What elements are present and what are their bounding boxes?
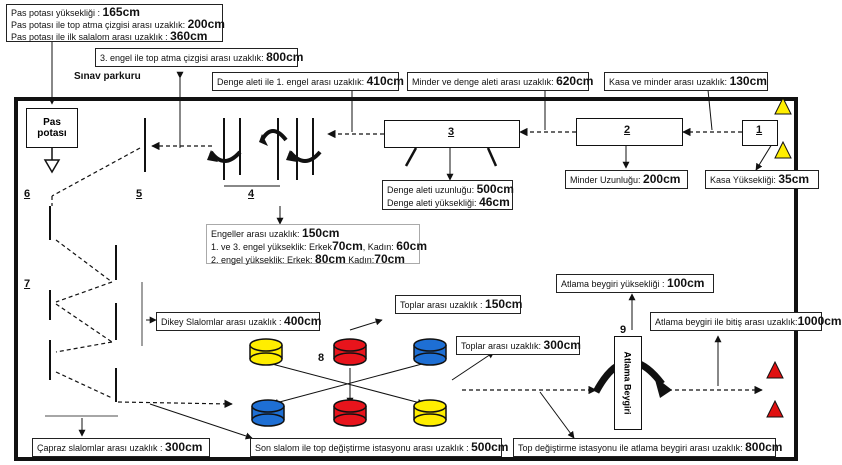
station-num-7: 7: [24, 278, 31, 290]
start-triangle-bottom: [774, 140, 792, 159]
station-num-2: 2: [624, 124, 631, 136]
atlama-bitis-info-box: Atlama beygiri ile bitiş arası uzaklık:1…: [650, 312, 842, 331]
station-num-3: 3: [448, 126, 455, 138]
station-num-1: 1: [756, 124, 763, 136]
finish-triangle-bottom: [766, 399, 784, 418]
pas-potasi-box: Pas potası: [26, 108, 78, 148]
station-num-9: 9: [620, 324, 627, 336]
son-slalom-info-box: Son slalom ile top değiştirme istasyonu …: [250, 438, 508, 457]
denge-engel1-info-box: Denge aleti ile 1. engel arası uzaklık: …: [212, 72, 404, 91]
engeller-info-box: Engeller arası uzaklık: 150cm 1. ve 3. e…: [206, 224, 427, 265]
top-degistirme-info-box: Top değiştirme istasyonu ile atlama beyg…: [513, 438, 782, 457]
engel3-top-info-box: 3. engel ile top atma çizgisi arası uzak…: [95, 48, 303, 67]
station2-mat: [576, 118, 683, 146]
course-border: [14, 97, 798, 461]
ball-yellow-2: [413, 399, 447, 427]
kasa-minder-info-arrow: [703, 83, 713, 131]
diagram-title: Sınav parkuru: [74, 71, 141, 82]
kasa-yukseklik-info-box: Kasa Yüksekliği: 35cm: [705, 170, 819, 189]
station-num-5: 5: [136, 188, 143, 200]
station-num-4: 4: [248, 188, 255, 200]
minder-uzunluk-info-box: Minder Uzunluğu: 200cm: [565, 170, 688, 189]
start-triangle-top: [774, 96, 792, 115]
cross-slalom-poles: [49, 206, 117, 402]
path-7-to-8: [117, 399, 233, 409]
toplar-info-arrow-2: [451, 351, 495, 381]
dikey-slalom-info-box: Dikey Slalomlar arası uzaklık : 400cm: [156, 312, 321, 331]
kasa-info-arrow: [755, 143, 773, 171]
ball-blue-1: [413, 338, 447, 366]
top-degistirme-info-arrow: [539, 391, 575, 439]
minder-denge-info-box: Minder ve denge aleti arası uzaklık: 620…: [407, 72, 593, 91]
toplar-info-arrow-1: [349, 318, 383, 331]
atlama-yukseklik-info-box: Atlama beygiri yüksekliği : 100cm: [556, 274, 714, 293]
pota-info-box: Pas potası yüksekliği : 165cm Pas potası…: [6, 4, 225, 42]
ball-blue-2: [251, 399, 285, 427]
ball-red-2: [333, 399, 367, 427]
atlama-beygiri-label: Atlama Beygiri: [623, 351, 633, 415]
kasa-minder-info-box: Kasa ve minder arası uzaklık: 130cm: [604, 72, 768, 91]
ball-yellow-1: [249, 338, 283, 366]
pota-arrow: [43, 159, 61, 174]
ball-red-1: [333, 338, 367, 366]
finish-triangle-top: [766, 360, 784, 379]
pas-potasi-label: Pas potası: [37, 117, 67, 139]
son-slalom-info-arrow: [149, 403, 253, 440]
atlama-beygiri-box: Atlama Beygiri: [614, 336, 642, 430]
station1-box: [742, 120, 778, 146]
capraz-slalom-info-box: Çapraz slalomlar arası uzaklık : 300cm: [32, 438, 210, 457]
station4-hurdles: [209, 118, 322, 180]
station3-balance-beam: [384, 120, 520, 148]
toplar-arasi-info-box-1: Toplar arası uzaklık : 150cm: [395, 295, 522, 314]
ball-stations: [249, 338, 447, 427]
toplar-arasi-info-box-2: Toplar arası uzaklık: 300cm: [456, 336, 581, 355]
station-num-8: 8: [318, 352, 325, 364]
station-num-6: 6: [24, 188, 31, 200]
denge-info-box: Denge aleti uzunluğu: 500cm Denge aleti …: [382, 180, 514, 210]
